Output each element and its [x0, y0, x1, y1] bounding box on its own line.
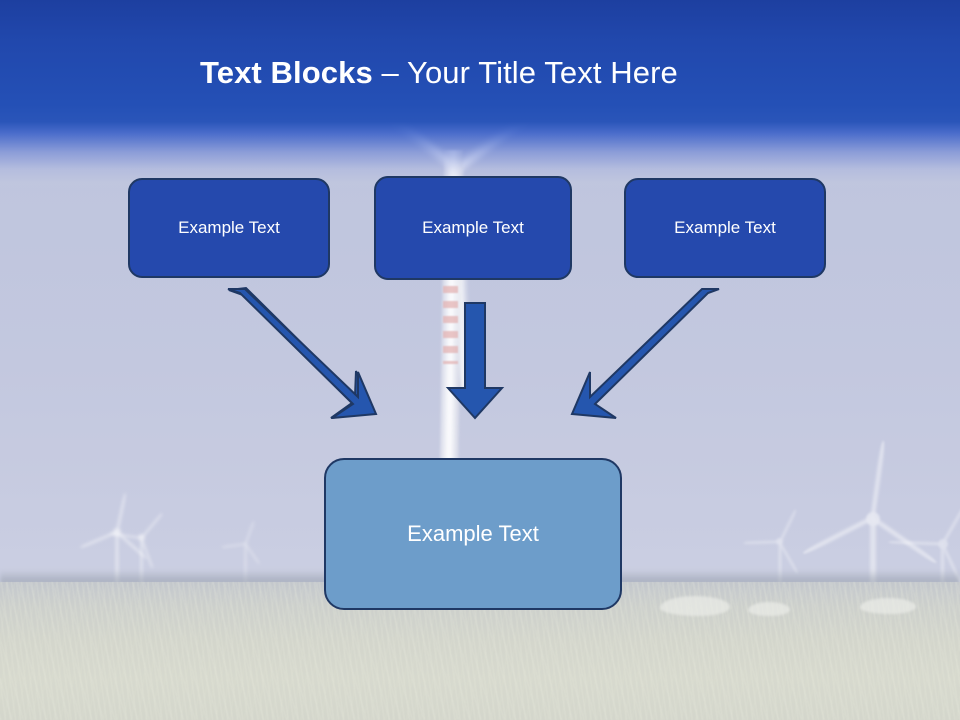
- text-block-2-label: Example Text: [422, 218, 524, 237]
- photo-rock-2: [748, 602, 790, 616]
- text-block-1[interactable]: Example Text: [128, 178, 330, 278]
- text-block-2[interactable]: Example Text: [374, 176, 572, 280]
- page-title-separator: –: [372, 55, 408, 90]
- text-block-result[interactable]: Example Text: [324, 458, 622, 610]
- turbine-far-left-3: [221, 520, 290, 590]
- turbine-far-left-2: [109, 512, 202, 596]
- turbine-far-left-1: [79, 492, 185, 594]
- turbine-right-small: [743, 508, 830, 596]
- page-title-rest: Your Title Text Here: [407, 55, 678, 90]
- text-block-1-label: Example Text: [178, 218, 280, 237]
- text-block-3[interactable]: Example Text: [624, 178, 826, 278]
- photo-rock-3: [860, 598, 916, 614]
- header-band: [0, 0, 960, 190]
- photo-rock-1: [660, 596, 730, 616]
- text-block-3-label: Example Text: [674, 218, 776, 237]
- page-title-bold: Text Blocks: [200, 55, 373, 90]
- text-block-result-label: Example Text: [407, 521, 539, 546]
- page-title: Text Blocks – Your Title Text Here: [200, 54, 678, 92]
